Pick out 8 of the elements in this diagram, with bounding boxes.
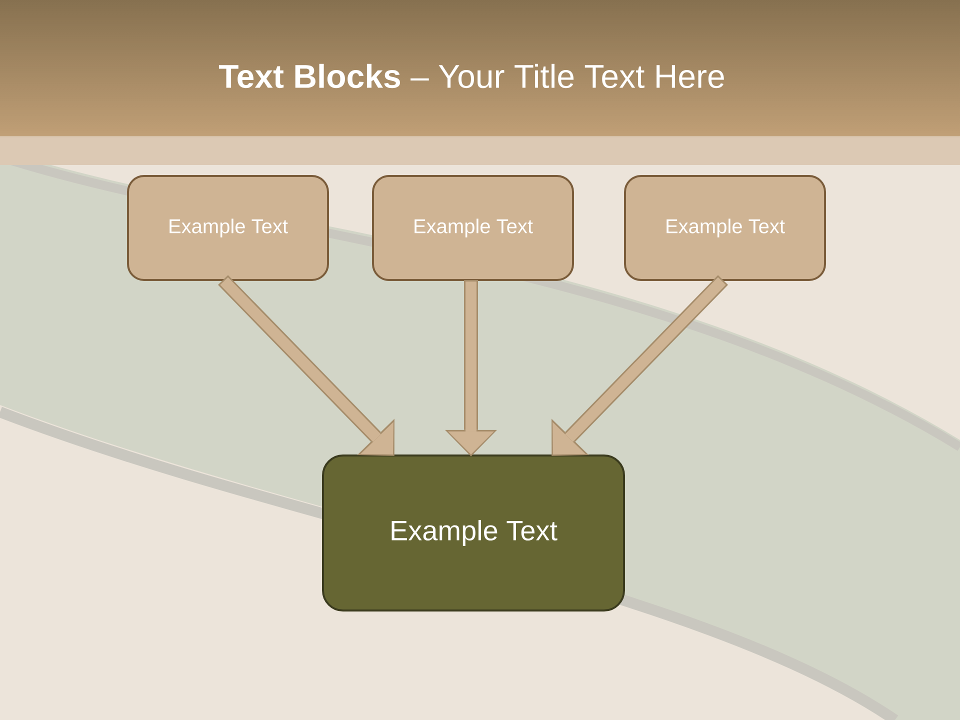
- title: Text Blocks – Your Title Text Here: [218, 64, 724, 88]
- block-arrow: [552, 275, 728, 456]
- example-box: Example Text: [127, 175, 329, 281]
- block-arrow: [218, 275, 394, 456]
- result-box: Example Text: [322, 454, 625, 612]
- example-box: Example Text: [372, 175, 574, 281]
- example-box: Example Text: [624, 175, 826, 281]
- block-arrow: [445, 280, 497, 456]
